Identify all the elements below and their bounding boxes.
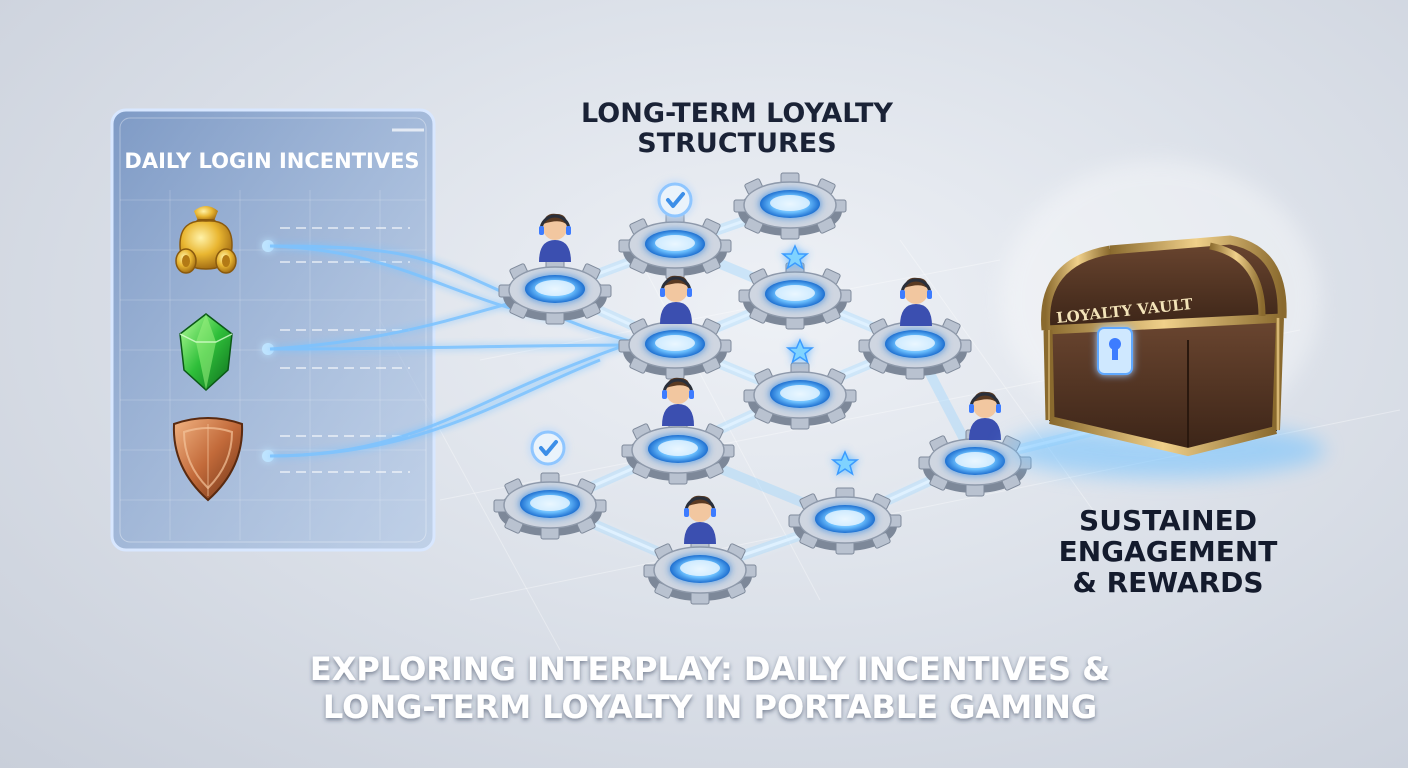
- structures-title-line1: LONG-TERM LOYALTY: [581, 98, 893, 129]
- daily-login-panel: DAILY LOGIN INCENTIVES: [110, 108, 436, 552]
- footer-caption: EXPLORING INTERPLAY: DAILY INCENTIVES & …: [310, 650, 1110, 726]
- star-icon: [833, 452, 857, 474]
- footer-line1: EXPLORING INTERPLAY: DAILY INCENTIVES &: [310, 650, 1110, 688]
- footer-line2: LONG-TERM LOYALTY IN PORTABLE GAMING: [323, 688, 1097, 726]
- outcome-line1: SUSTAINED: [1079, 504, 1257, 537]
- loyalty-nodes: [494, 173, 1031, 604]
- gamer-avatar-icon: [682, 494, 718, 546]
- gear-icon: [644, 538, 756, 604]
- gear-icon: [499, 258, 611, 324]
- bronze-shield-icon: [172, 417, 244, 502]
- gamer-avatar-icon: [537, 212, 573, 264]
- gamer-avatar-icon: [658, 274, 694, 326]
- gear-icon: [619, 213, 731, 279]
- outcome-line3: & REWARDS: [1072, 566, 1263, 599]
- panel-title: DAILY LOGIN INCENTIVES: [124, 149, 419, 173]
- gear-icon: [734, 173, 846, 239]
- gamer-avatar-icon: [967, 390, 1003, 442]
- emerald-gem-icon: [179, 313, 233, 392]
- star-icon: [788, 340, 812, 362]
- structures-title: LONG-TERM LOYALTY STRUCTURES: [581, 98, 893, 159]
- outcome-line2: ENGAGEMENT: [1059, 535, 1278, 568]
- checkmark-icon: [659, 184, 691, 216]
- gear-icon: [739, 263, 851, 329]
- loyalty-vault-chest: LOYALTY VAULT: [1000, 160, 1325, 478]
- gear-icon: [622, 418, 734, 484]
- outcome-text: SUSTAINED ENGAGEMENT & REWARDS: [1059, 504, 1278, 599]
- gear-icon: [494, 473, 606, 539]
- gold-coin-bag-icon: [175, 206, 237, 274]
- structures-title-line2: STRUCTURES: [637, 128, 836, 159]
- gamer-avatar-icon: [898, 276, 934, 328]
- gamer-avatar-icon: [660, 376, 696, 428]
- checkmark-icon: [532, 432, 564, 464]
- gear-icon: [744, 363, 856, 429]
- gear-icon: [789, 488, 901, 554]
